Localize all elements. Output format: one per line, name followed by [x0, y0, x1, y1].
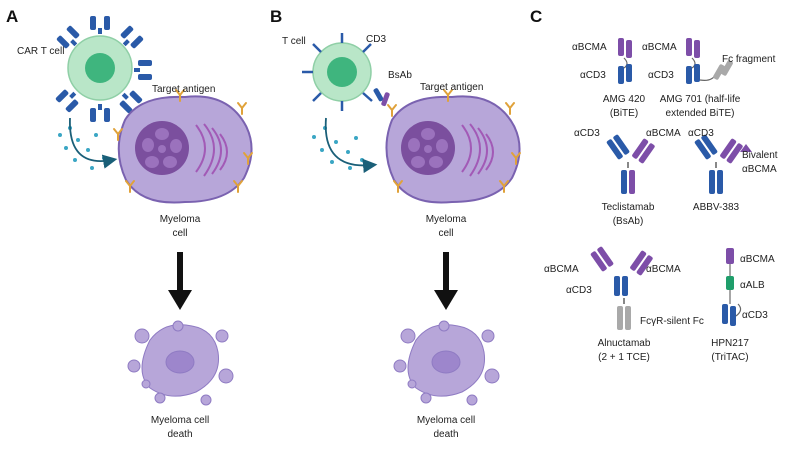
car-t-cell-label: CAR T cell	[17, 46, 64, 57]
alnuctamab-bcma-left: αBCMA	[544, 264, 579, 275]
amg701-cd3-label: αCD3	[648, 70, 674, 81]
t-cell	[302, 33, 373, 111]
fc-fragment	[713, 60, 733, 80]
panel-letter-c: C	[530, 7, 542, 26]
abbv383-molecule	[694, 134, 752, 194]
release-arrow	[69, 117, 118, 169]
myeloma-label-b-1: Myeloma	[426, 214, 467, 225]
alnuctamab-bcma-right: αBCMA	[646, 264, 681, 275]
panel-letter-b: B	[270, 7, 282, 26]
bsab-molecule	[373, 88, 390, 107]
abbv-bivalent-2: αBCMA	[742, 164, 777, 175]
hpn217-cd3-label: αCD3	[742, 310, 768, 321]
cell-death-a	[127, 320, 234, 406]
abbv-bivalent-1: Bivalent	[742, 150, 778, 161]
hpn217-name-1: HPN217	[711, 338, 749, 349]
myeloma-cell	[117, 95, 253, 204]
panel-letter-a: A	[6, 7, 18, 26]
amg420-bcma-label: αBCMA	[572, 42, 607, 53]
amg420-cd3-label: αCD3	[580, 70, 606, 81]
hpn217-molecule	[722, 248, 742, 326]
amg701-molecule	[686, 38, 733, 84]
amg420-name-1: AMG 420	[603, 94, 646, 105]
myeloma-label-a-2: cell	[172, 228, 187, 239]
alnuctamab-molecule	[590, 246, 653, 330]
teclistamab-cd3-label: αCD3	[574, 128, 600, 139]
amg420-name-2: (BiTE)	[610, 108, 638, 119]
death-label-b-1: Myeloma cell	[417, 415, 475, 426]
alnuctamab-cd3-label: αCD3	[566, 285, 592, 296]
cell-death-b	[393, 320, 500, 406]
teclistamab-name-1: Teclistamab	[602, 202, 655, 213]
down-arrow-a	[168, 252, 192, 310]
myeloma-label-b-2: cell	[438, 228, 453, 239]
teclistamab-molecule	[606, 134, 655, 194]
death-label-b-2: death	[433, 429, 458, 440]
target-antigen-label-b: Target antigen	[420, 82, 483, 93]
cytokine-dots-b	[312, 126, 364, 170]
amg420-molecule	[618, 38, 632, 84]
death-label-a-2: death	[167, 429, 192, 440]
death-label-a-1: Myeloma cell	[151, 415, 209, 426]
car-t-cell	[55, 16, 152, 122]
hpn217-bcma-label: αBCMA	[740, 254, 775, 265]
abbv-cd3-label: αCD3	[688, 128, 714, 139]
hpn217-name-2: (TriTAC)	[711, 352, 748, 363]
t-cell-label: T cell	[282, 36, 306, 47]
myeloma-label-a-1: Myeloma	[160, 214, 201, 225]
cd3-label: CD3	[366, 34, 386, 45]
cytokine-dots	[58, 126, 106, 170]
abbv-name: ABBV-383	[693, 202, 740, 213]
target-antigen-label-a: Target antigen	[152, 84, 215, 95]
cd3-receptors	[302, 33, 373, 111]
amg701-fc-label: Fc fragment	[722, 54, 776, 65]
down-arrow-b	[434, 252, 458, 310]
panel-b: B T cell CD3 BsAb	[270, 7, 521, 440]
amg701-name-2: extended BiTE)	[666, 108, 735, 119]
alnuctamab-fc-label: FcγR-silent Fc	[640, 316, 704, 327]
release-arrow-b	[324, 117, 378, 174]
amg701-bcma-label: αBCMA	[642, 42, 677, 53]
teclistamab-name-2: (BsAb)	[613, 216, 644, 227]
hpn217-alb-label: αALB	[740, 280, 765, 291]
myeloma-cell-b	[385, 95, 521, 204]
alnuctamab-name-2: (2 + 1 TCE)	[598, 352, 650, 363]
panel-a: A CAR T cell	[6, 7, 253, 440]
bsab-label: BsAb	[388, 70, 412, 81]
teclistamab-bcma-label: αBCMA	[646, 128, 681, 139]
car-receptors	[55, 16, 152, 122]
alnuctamab-name-1: Alnuctamab	[598, 338, 651, 349]
amg701-name-1: AMG 701 (half-life	[660, 94, 741, 105]
panel-c: C αBCMA αCD3 AMG 420 (BiTE) αBCMA α	[530, 7, 778, 363]
